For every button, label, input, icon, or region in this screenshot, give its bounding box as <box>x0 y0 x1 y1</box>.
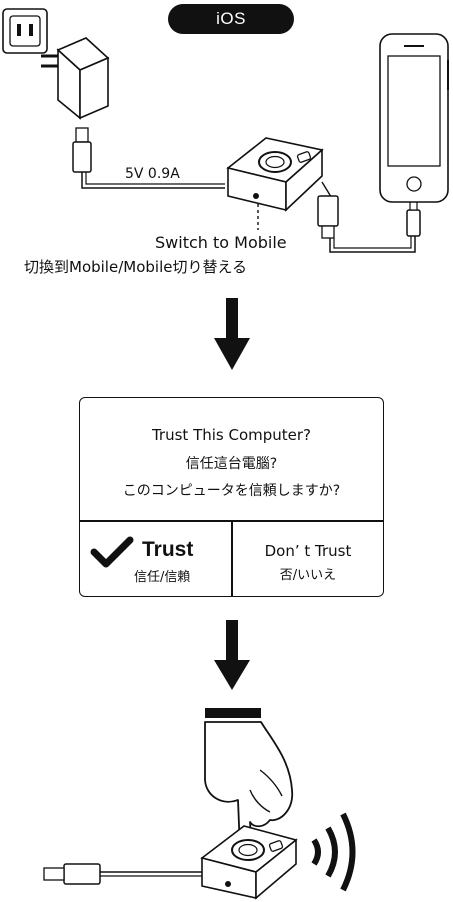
dont-trust-sub-label: 否/いいえ <box>279 568 337 583</box>
dont-trust-button[interactable]: Don’ t Trust 否/いいえ <box>233 522 383 596</box>
checkmark-icon <box>90 536 134 568</box>
lightning-plug-icon <box>406 199 421 237</box>
power-spec-label: 5V 0.9A <box>125 166 180 182</box>
trust-button[interactable]: Trust 信任/信賴 <box>80 522 231 596</box>
wall-outlet-icon <box>2 8 48 54</box>
usb-plug-icon <box>72 127 92 173</box>
dialog-title: Trust This Computer? <box>151 426 312 444</box>
divider <box>80 520 383 522</box>
iphone-icon <box>379 33 449 203</box>
hand-press-icon <box>204 708 293 857</box>
dont-trust-label: Don’ t Trust <box>264 542 352 560</box>
down-arrow-icon <box>214 620 250 690</box>
receiver-device-icon <box>226 137 324 230</box>
trust-label: Trust <box>142 538 194 561</box>
usb-plug-icon <box>43 863 101 885</box>
power-adapter-icon <box>41 37 110 120</box>
trust-dialog: Trust This Computer? 信任這台電腦? このコンピュータを信頼… <box>79 397 384 597</box>
trust-sub-label: 信任/信賴 <box>134 570 191 585</box>
usb-plug-icon <box>317 195 339 239</box>
signal-waves-icon <box>311 812 356 892</box>
switch-label-cjk: 切換到Mobile/Mobile切り替える <box>24 258 248 276</box>
divider <box>231 521 233 596</box>
connection-illustration <box>2 8 449 253</box>
dialog-body: Trust This Computer? 信任這台電腦? このコンピュータを信頼… <box>80 398 383 522</box>
platform-badge: iOS <box>168 4 294 34</box>
switch-label-en: Switch to Mobile <box>155 233 287 252</box>
dialog-title-jp: このコンピュータを信頼しますか? <box>122 483 341 499</box>
receiver-device-icon <box>200 825 298 900</box>
dialog-title-tc: 信任這台電腦? <box>185 456 278 472</box>
down-arrow-icon <box>214 298 250 370</box>
